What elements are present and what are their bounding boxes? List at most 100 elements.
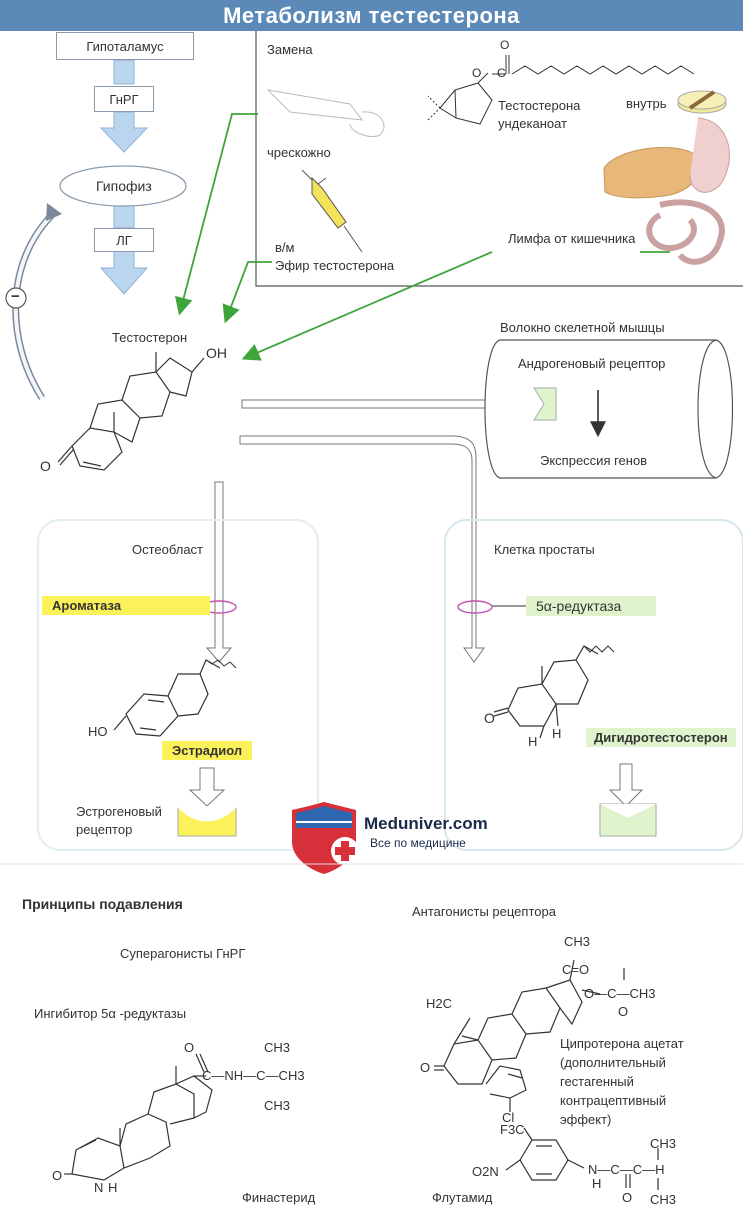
superagonists-label: Суперагонисты ГнРГ xyxy=(120,946,246,961)
cyproterone-label-4: контрацептивный xyxy=(560,1093,667,1108)
cyproterone-label-3: гестагенный xyxy=(560,1074,634,1089)
flu-f3c: F3C xyxy=(500,1122,525,1137)
fin-o2: O xyxy=(184,1040,195,1055)
flu-o: O xyxy=(622,1190,633,1205)
cyp-o: O xyxy=(618,1004,629,1019)
cyp-ch3: CH3 xyxy=(564,934,591,949)
dht-h1: H xyxy=(528,734,538,749)
oral-label: внутрь xyxy=(626,96,667,111)
estrogen-receptor-label-1: Эстрогеновый xyxy=(76,804,162,819)
gnrh-label: ГнРГ xyxy=(109,91,139,107)
syringe-illustration xyxy=(301,169,363,253)
pituitary-ellipse xyxy=(59,165,187,207)
pill-illustration xyxy=(677,90,727,114)
cyp-ester: O—C—CH3 xyxy=(584,986,656,1001)
arrow-to-muscle xyxy=(241,392,528,416)
testosterone-ester-label: Эфир тестостерона xyxy=(275,258,395,273)
watermark-name: Meduniver.com xyxy=(364,814,488,833)
cyproterone-label-5: эффект) xyxy=(560,1112,612,1127)
cyproterone-structure xyxy=(434,959,625,1112)
hpg-arrow-3 xyxy=(113,203,135,229)
fin-ch3-a: CH3 xyxy=(264,1040,291,1055)
hpg-arrow-4 xyxy=(99,249,149,295)
androgen-receptor-shape xyxy=(533,387,557,421)
flutamide-structure xyxy=(505,1127,659,1190)
estradiol-structure xyxy=(113,659,237,737)
title-bar: Метаболизм тестестерона xyxy=(0,0,743,31)
hpg-arrow-2 xyxy=(99,111,149,153)
finasteride-structure xyxy=(64,1053,213,1181)
transdermal-label: чрескожно xyxy=(267,145,331,160)
fin-h: H xyxy=(108,1180,118,1195)
dht-label: Дигидротестостерон xyxy=(586,728,736,747)
fin-o: O xyxy=(52,1168,63,1183)
cyproterone-label-2: (дополнительный xyxy=(560,1055,666,1070)
fin-nh: N xyxy=(94,1180,104,1195)
cyp-h2c: H2C xyxy=(426,996,453,1011)
gene-expression-label: Экспрессия генов xyxy=(540,453,648,468)
cyp-o2: O xyxy=(420,1060,431,1075)
im-label: в/м xyxy=(275,240,295,255)
lymph-label: Лимфа от кишечника xyxy=(508,231,636,246)
pituitary-label: Гипофиз xyxy=(96,178,152,194)
lh-label: ЛГ xyxy=(116,232,132,248)
dht-h2: H xyxy=(552,726,562,741)
aromatase-label: Ароматаза xyxy=(42,596,210,615)
arrow-to-osteoblast xyxy=(205,481,233,663)
antagonists-label: Антагонисты рецептора xyxy=(412,904,556,919)
reductase-label: 5α-редуктаза xyxy=(526,596,656,616)
osteoblast-panel xyxy=(37,519,319,851)
green-arrow-lymph xyxy=(241,251,493,361)
meduniver-logo-icon xyxy=(292,802,359,874)
hypothalamus-box: Гипоталамус xyxy=(56,32,194,60)
cyp-co: C=O xyxy=(562,962,590,977)
testosterone-oh: OH xyxy=(206,345,227,361)
reductase-enzyme-ring xyxy=(457,600,493,614)
feedback-sign: − xyxy=(11,288,20,305)
undecanoate-structure xyxy=(427,55,695,125)
testosterone-structure xyxy=(57,352,205,471)
flu-nh: N—C—C—H xyxy=(588,1162,665,1177)
undecanoate-label-2: ундеканоат xyxy=(498,116,568,131)
page-title: Метаболизм тестестерона xyxy=(223,2,520,28)
feedback-arrowhead xyxy=(46,203,62,221)
muscle-fiber-label: Волокно скелетной мышцы xyxy=(500,320,665,335)
flu-ch3-b: CH3 xyxy=(650,1192,677,1207)
flu-ch3-a: CH3 xyxy=(650,1136,677,1151)
lh-box: ЛГ xyxy=(94,228,154,252)
muscle-fiber-cylinder xyxy=(484,339,734,479)
flu-h: H xyxy=(592,1176,602,1191)
replacement-heading: Замена xyxy=(267,42,313,57)
inhibitor-label: Ингибитор 5α -редуктазы xyxy=(34,1006,187,1021)
estrogen-receptor-label-2: рецептор xyxy=(76,822,133,837)
osteoblast-label: Остеобласт xyxy=(132,542,204,557)
prostate-label: Клетка простаты xyxy=(494,542,595,557)
fin-c-nh-c: C—NH—C—CH3 xyxy=(202,1068,305,1083)
flutamide-label: Флутамид xyxy=(432,1190,493,1205)
hpg-arrow-1 xyxy=(113,59,135,85)
androgen-receptor-label: Андрогеновый рецептор xyxy=(518,356,666,371)
estradiol-ho: HO xyxy=(88,724,108,739)
dht-o: O xyxy=(484,710,495,726)
watermark-tagline: Все по медицине xyxy=(370,836,466,850)
liver-intestine-illustration xyxy=(603,117,730,265)
flu-o2n: O2N xyxy=(472,1164,499,1179)
green-arrow-transdermal xyxy=(174,113,258,316)
gnrh-box: ГнРГ xyxy=(94,86,154,112)
cyp-cl: Cl xyxy=(502,1110,515,1125)
testosterone-o: O xyxy=(40,458,51,474)
arrow-to-prostate xyxy=(239,435,485,663)
cyproterone-label-1: Ципротерона ацетат xyxy=(560,1036,684,1051)
testosterone-label: Тестостерон xyxy=(112,330,188,345)
undecanoate-label-1: Тестостерона xyxy=(498,98,581,113)
suppression-heading: Принципы подавления xyxy=(22,896,183,912)
fin-ch3-b: CH3 xyxy=(264,1098,291,1113)
finasteride-label: Финастерид xyxy=(242,1190,316,1205)
prostate-panel xyxy=(444,519,743,851)
dht-to-receptor-arrow xyxy=(608,763,644,807)
dht-structure xyxy=(493,645,615,739)
replacement-panel-border xyxy=(255,31,743,287)
cream-tube-illustration xyxy=(266,89,385,138)
hypothalamus-label: Гипоталамус xyxy=(86,38,164,54)
